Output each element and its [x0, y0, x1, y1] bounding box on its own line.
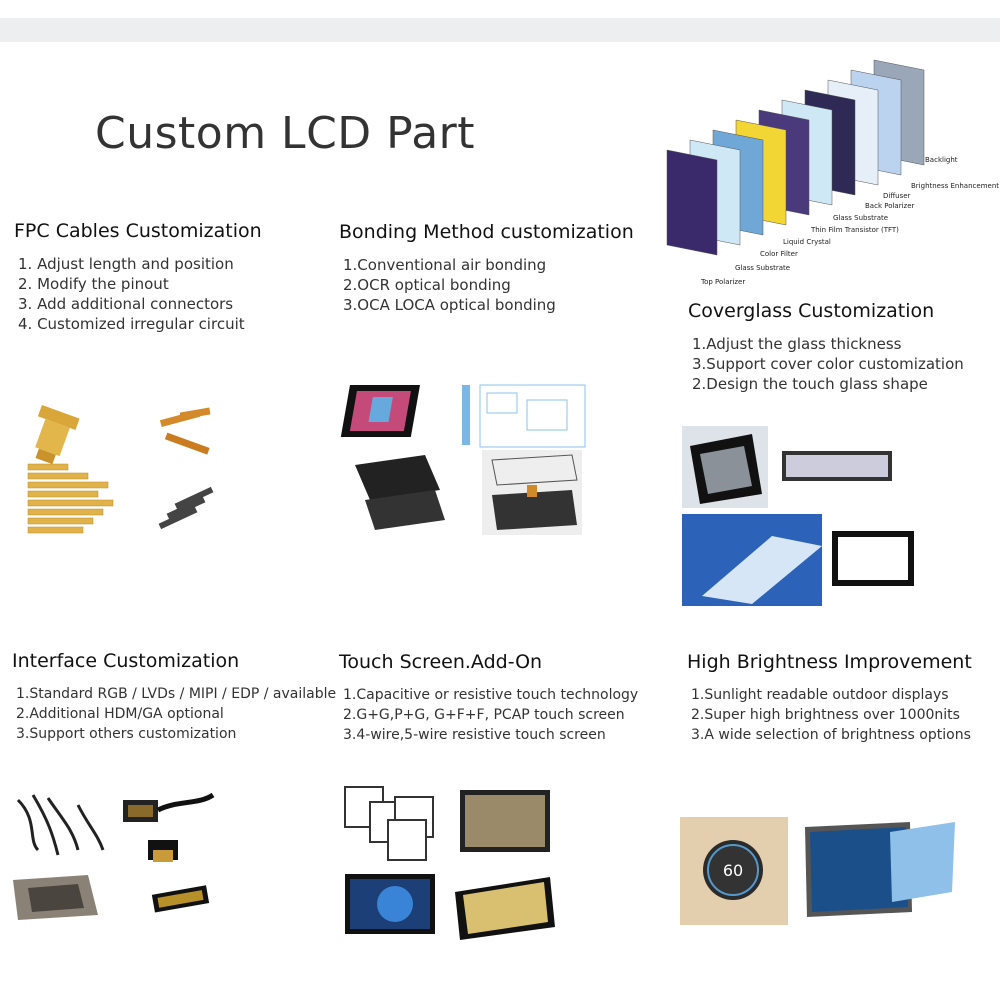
lcd-layer-label: Back Polarizer: [865, 202, 915, 210]
section-list: 1.Conventional air bonding 2.OCR optical…: [339, 255, 634, 315]
lcd-layer-label: Diffuser: [883, 192, 911, 200]
section-list: 1.Capacitive or resistive touch technolo…: [339, 685, 638, 745]
fpc-cables-image: [27, 405, 214, 534]
section-fpc: FPC Cables Customization 1. Adjust lengt…: [14, 220, 262, 334]
section-interface: Interface Customization 1.Standard RGB /…: [12, 650, 336, 744]
list-item: 2.G+G,P+G, G+F+F, PCAP touch screen: [343, 707, 625, 723]
lcd-layer-label: Backlight: [925, 156, 958, 164]
section-bonding: Bonding Method customization 1.Conventio…: [339, 221, 634, 315]
section-list: 1.Adjust the glass thickness 3.Support c…: [688, 334, 964, 394]
brightness-image: 60: [680, 817, 955, 925]
list-item: 3.Support cover color customization: [692, 355, 964, 373]
lcd-layer-label: Brightness Enhancement Film: [911, 182, 1000, 190]
section-brightness: High Brightness Improvement 1.Sunlight r…: [687, 651, 972, 745]
top-banner-strip: [0, 18, 1000, 42]
list-item: 3.4-wire,5-wire resistive touch screen: [343, 727, 606, 743]
section-coverglass: Coverglass Customization 1.Adjust the gl…: [688, 300, 964, 394]
lcd-layer-label: Glass Substrate: [833, 214, 888, 222]
list-item: 3. Add additional connectors: [18, 295, 234, 313]
section-title: Interface Customization: [12, 650, 240, 672]
lcd-layer-label: Glass Substrate: [735, 264, 790, 272]
thermostat-value: 60: [723, 861, 743, 880]
list-item: 2.OCR optical bonding: [343, 276, 511, 294]
lcd-layer-label: Color Filter: [760, 250, 798, 258]
list-item: 1.Capacitive or resistive touch technolo…: [343, 687, 639, 703]
list-item: 2. Modify the pinout: [18, 275, 169, 293]
list-item: 2.Additional HDM/GA optional: [16, 706, 224, 722]
section-touch: Touch Screen.Add-On 1.Capacitive or resi…: [339, 651, 638, 745]
list-item: 1.Sunlight readable outdoor displays: [691, 687, 949, 703]
list-item: 3.A wide selection of brightness options: [691, 727, 971, 743]
interface-cables-image: [13, 792, 215, 920]
section-list: 1. Adjust length and position 2. Modify …: [14, 254, 262, 334]
list-item: 4. Customized irregular circuit: [18, 315, 245, 333]
coverglass-image: [682, 426, 914, 606]
touch-screen-image: [344, 786, 555, 940]
list-item: 2.Design the touch glass shape: [692, 375, 928, 393]
list-item: 1. Adjust length and position: [18, 255, 234, 273]
list-item: 3.Support others customization: [16, 726, 237, 742]
section-title: Bonding Method customization: [339, 221, 634, 243]
section-list: 1.Standard RGB / LVDs / MIPI / EDP / ava…: [12, 684, 336, 744]
lcd-layer-label: Liquid Crystal: [783, 238, 831, 246]
list-item: 1.Conventional air bonding: [343, 256, 547, 274]
list-item: 3.OCA LOCA optical bonding: [343, 296, 556, 314]
lcd-layer: [666, 149, 718, 256]
section-title: High Brightness Improvement: [687, 651, 972, 673]
section-title: Touch Screen.Add-On: [339, 651, 543, 673]
list-item: 2.Super high brightness over 1000nits: [691, 707, 960, 723]
section-title: FPC Cables Customization: [14, 220, 262, 242]
lcd-layer-label: Top Polarizer: [700, 278, 745, 286]
section-list: 1.Sunlight readable outdoor displays 2.S…: [687, 685, 972, 745]
bonding-method-image: [340, 384, 586, 535]
section-title: Coverglass Customization: [688, 300, 935, 322]
list-item: 1.Adjust the glass thickness: [692, 335, 902, 353]
page-title: Custom LCD Part: [95, 108, 476, 159]
list-item: 1.Standard RGB / LVDs / MIPI / EDP / ava…: [16, 686, 337, 702]
lcd-layer-label: Thin Film Transistor (TFT): [810, 226, 899, 234]
